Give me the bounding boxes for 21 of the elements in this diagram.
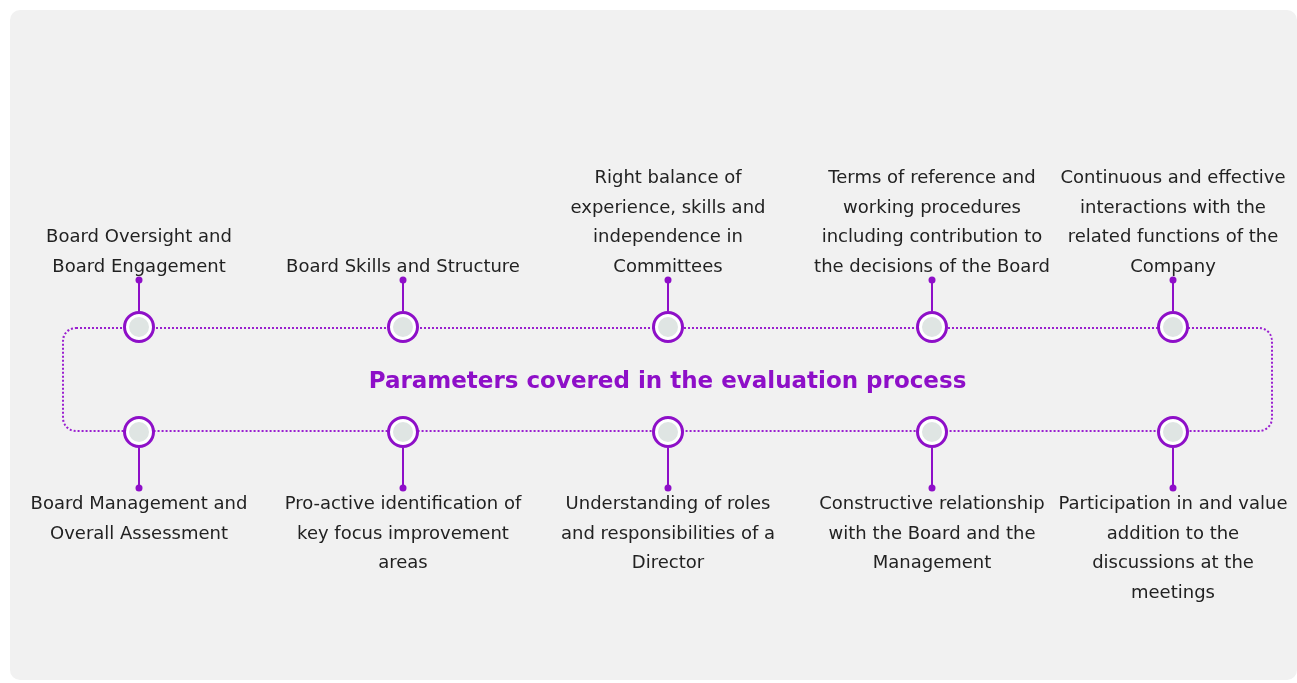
leader-line — [928, 447, 936, 492]
parameter-text: Terms of reference and working procedures including contribution to the decisions of the Board — [812, 162, 1052, 280]
leader-line — [1169, 276, 1177, 312]
parameter-text: Board Management and Overall Assessment — [19, 488, 259, 547]
heading: Parameters covered in the evaluation process — [368, 366, 967, 393]
parameter-text: Board Oversight and Board Engagement — [19, 221, 259, 280]
parameter-text: Constructive relationship with the Board and the Management — [812, 488, 1052, 577]
leader-line — [1169, 447, 1177, 492]
leader-line — [399, 276, 407, 312]
parameter-text: Understanding of roles and responsibilities of a Director — [548, 488, 788, 577]
parameter-text: Right balance of experience, skills and independence in Committees — [548, 162, 788, 280]
parameter-text: Board Skills and Structure — [283, 250, 523, 280]
leader-line — [135, 447, 143, 492]
leader-line — [928, 276, 936, 312]
parameter-text: Participation in and value addition to the discussions at the meetings — [1053, 488, 1293, 606]
leader-line — [664, 276, 672, 312]
leader-line — [399, 447, 407, 492]
parameter-text: Continuous and effective interactions with the related functions of the Company — [1053, 162, 1293, 280]
leader-line — [135, 276, 143, 312]
parameter-text: Pro-active identification of key focus improvement areas — [283, 488, 523, 577]
leader-line — [664, 447, 672, 492]
